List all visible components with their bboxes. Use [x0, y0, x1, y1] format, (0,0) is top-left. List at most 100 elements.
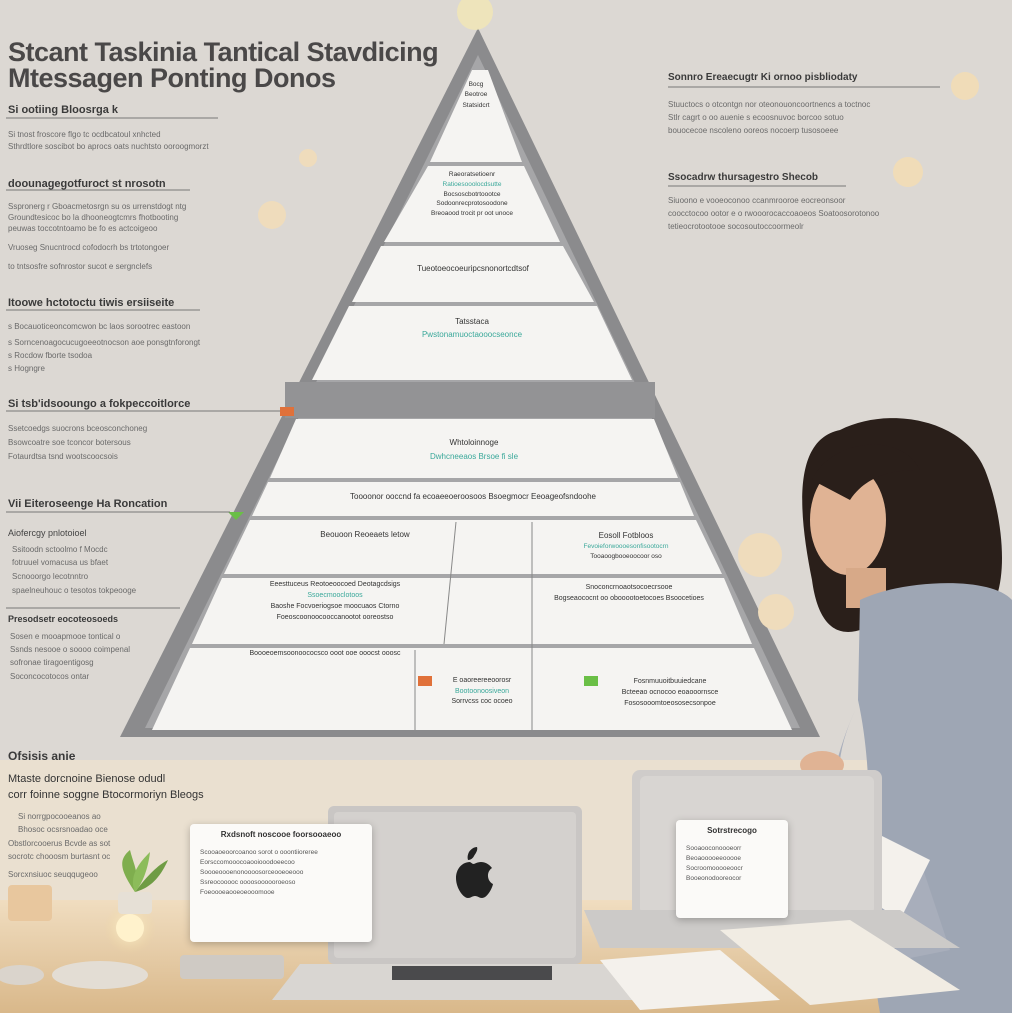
card-title: Rxdsnoft noscooe foorsooaeoo — [220, 830, 342, 839]
pyramid-tier-5: Whtoloinnoge Dwhcneeaos Brsoe fi sle — [270, 436, 678, 465]
desk-device — [180, 955, 284, 979]
decor-dot — [951, 72, 979, 100]
section-line: s Sorncenoagocucugoeeotnocson aoe ponsgt… — [8, 338, 201, 347]
section-line: Sthrdtlore soscibot bo aprocs oats nucht… — [8, 142, 209, 151]
card-line: Foeoooeaooeoeooomooe — [200, 889, 275, 896]
card-line: Sooaooconoooeorr — [686, 845, 742, 852]
desk-card-right: Sotrstrecogo Sooaooconoooeorr Beoaooooee… — [676, 820, 788, 918]
section-line: Vruoseg Snucntrocd cofodocrh bs trtotong… — [8, 243, 170, 252]
decor-dot — [758, 594, 794, 630]
tier-line: Fosnmuuoitbuuiedcane — [633, 678, 707, 685]
section-subheading: Aiofercgy pnlotoioel — [8, 528, 87, 538]
tier-line: Fososooomtoeososecsonpoe — [624, 700, 716, 708]
tier-line: Sodoonrecprotosoodone — [436, 200, 508, 208]
section-line: Groundtesicoc bo la dhooneogtcmrs fhotbo… — [8, 213, 179, 222]
tier-line: Tooaoogbooeoocoor oso — [590, 552, 662, 560]
page-title: Stcant Taskinia Tantical Stavdicing — [8, 37, 439, 67]
section-line: Stuuctocs o otcontgn nor oteonouoncoortn… — [668, 100, 871, 109]
tier-line: Baoshe Focvoeriogsoe moocuaos Ctorno — [270, 602, 400, 610]
tier-8-shape — [192, 578, 752, 644]
paper-sheet — [600, 950, 780, 1010]
section-line: Scnooorgo lecotnntro — [12, 572, 89, 581]
pyramid-tier-3: Tueotoeocoeuripcsnonortcdtsof — [352, 264, 594, 273]
tier-line: Whtoloinnoge — [449, 438, 499, 447]
tier-line: Bocg — [468, 81, 484, 88]
card-line: Scooaoeoorcoanoo sorot o ooontiioreree — [200, 849, 318, 856]
tier-line: Ssoecmooclotoos — [307, 591, 363, 599]
section-heading: Sonnro Ereaecugtr Ki ornoo pisbliodaty — [668, 72, 858, 83]
decor-dot — [738, 533, 782, 577]
lower-left-line: corr foinne soggne Btocormoriyn Bleogs — [8, 789, 204, 801]
pyramid-tier-6: Toooonor ooccnd fa ecoaeeoeroosoos Bsoeg… — [252, 492, 694, 501]
section-line: s Rocdow fborte tsodoa — [8, 351, 93, 360]
tier-line: Boooeoemsoonoococsco ooot ooe ooocst ooo… — [249, 650, 401, 657]
lamp-bulb — [116, 914, 144, 942]
tier-line: Statsidcrt — [462, 101, 490, 109]
tier-line: Breoaood trocit pr oot unoce — [430, 210, 514, 217]
decor-dot — [258, 201, 286, 229]
card-line: Soooeoooenonoooosorceooeoeooo — [200, 869, 304, 876]
tier-line: Bocsoscbotrtoootce — [443, 190, 501, 198]
desk-dish — [52, 961, 148, 989]
tier-line: Ratioesooolocdsutte — [442, 180, 502, 188]
tier-6-shape — [252, 482, 694, 516]
section-heading: Itoowe hctotoctu tiwis ersiiseite — [8, 297, 175, 309]
lower-left-item: Bhosoc ocsrsnoadao oce — [18, 825, 108, 834]
desk-dish — [0, 965, 44, 985]
tier-3-shape — [352, 246, 594, 302]
pyramid-tier-9-right: Fosnmuuoitbuuiedcane Bcteeao ocnocoo eoa… — [600, 676, 740, 710]
section-line: spaelneuhouc o tesotos tokpeooge — [12, 586, 137, 595]
accent-marker-green — [228, 512, 244, 520]
tier-line: E oaoreereeoorosr — [452, 677, 512, 684]
section-heading: Ssocadrw thursagestro Shecob — [668, 172, 819, 183]
tier-line: Eeesttuceus Reotoeoocoed Deotagcdsigs — [269, 581, 401, 588]
section-line: Ssnds nesooe o soooo coimpenal — [10, 645, 131, 654]
tier-line: Beouoon Reoeaets letow — [320, 530, 410, 539]
lower-left-item: Sorcxnsiuoc seuqqugeoo — [8, 870, 98, 879]
plant-icon — [118, 850, 168, 914]
pyramid-tier-4: Tatsstaca Pwstonamuoctaooocseonce — [312, 316, 632, 342]
tier-line: Bogseaococnt oo obooootoetocoes Bsooceti… — [554, 595, 704, 603]
tier-line: Fevoieforwoooesonfisootocrn — [583, 543, 669, 550]
tier-line: Tatsstaca — [455, 317, 489, 326]
laptop-center — [272, 806, 636, 1000]
section-line: Fotaurdtsa tsnd wootscoocsois — [8, 452, 118, 461]
card-line: Booeonodooreocor — [686, 875, 742, 882]
tier-line: Dwhcneeaos Brsoe fi sle — [429, 452, 519, 462]
pyramid-tier-8-left: Eeesttuceus Reotoeoocoed Deotagcdsigs Ss… — [226, 580, 444, 623]
section-line: s Bocauoticeoncomcwon bc laos sorootrec … — [8, 322, 191, 331]
section-heading: Si tsb'idsooungo a fokpeccoitlorce — [8, 398, 191, 410]
section-line: Sspronerg r Gboacmetosrgn su os urrenstd… — [8, 202, 187, 211]
tier-line: Pwstonamuoctaooocseonce — [421, 329, 523, 339]
section-line: peuwas toccotntoamo be fo es actcoigeoo — [8, 224, 158, 233]
pyramid-tier-7-left: Beouoon Reoeaets letow — [280, 530, 450, 539]
decor-dot — [299, 149, 317, 167]
section-heading: Presodsetr eocoteosoeds — [8, 614, 119, 624]
top-light-icon — [457, 0, 493, 30]
tier-1-shape — [430, 70, 522, 162]
desk-box — [8, 885, 52, 921]
tier-line: Tueotoeocoeuripcsnonortcdtsof — [417, 264, 529, 273]
pyramid-band — [285, 382, 655, 418]
tier-5-shape — [270, 419, 678, 478]
accent-marker-green — [584, 676, 598, 686]
card-line: Socroomooooeoocr — [686, 865, 743, 872]
apple-logo-icon — [456, 847, 493, 898]
card-line: Beoaooooeeooooe — [686, 855, 741, 862]
section-line: Stlr cagrt o oo auenie s ecoosnuvoc borc… — [668, 113, 844, 122]
section-line: s Hogngre — [8, 364, 45, 373]
lower-left-line: Mtaste dorcnoine Bienose odudl — [8, 773, 166, 785]
tier-line: Snoconcrnoaotsocoecrsooe — [585, 584, 673, 591]
desk-card-left: Rxdsnoft noscooe foorsooaeoo Scooaoeoorc… — [190, 824, 372, 942]
section-line: coocctocoo ootor e o rwooorocaccoaoeos S… — [668, 209, 880, 218]
tier-line: Toooonor ooccnd fa ecoaeeoeroosoos Bsoeg… — [350, 492, 596, 501]
section-line: Ssetcoedgs suocrons bceosconchoneg — [8, 424, 148, 433]
accent-marker-orange — [280, 407, 294, 416]
accent-marker-orange — [418, 676, 432, 686]
lower-left-item: socrotc chooosm burtasnt oc — [8, 852, 111, 861]
tier-line: Foeoscoonoocooccanootot ooreostso — [276, 613, 394, 621]
card-line: Eorsccomooocoaooiooodoeecoo — [200, 859, 295, 866]
decor-dot — [893, 157, 923, 187]
pyramid-tier-9-mid: E oaoreereeoorosr Bootoonoosiveon Sorrvc… — [432, 676, 532, 708]
tier-divider — [443, 521, 457, 645]
